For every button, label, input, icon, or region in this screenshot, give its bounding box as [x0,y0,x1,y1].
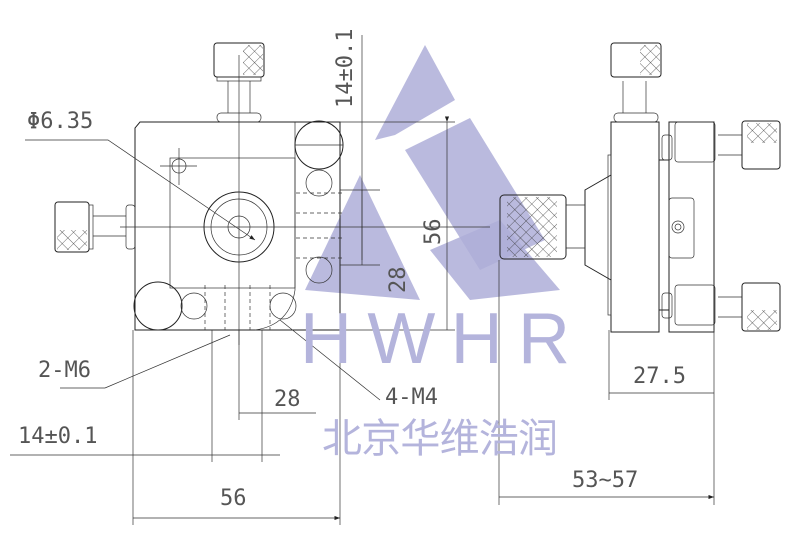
mount-holes-m6-label: 2-M6 [38,358,91,383]
width-56-label: 56 [220,486,247,511]
bore-diameter-label: Φ6.35 [27,109,93,134]
top-offset-label: 14±0.1 [333,29,358,108]
left-offset-label: 14±0.1 [18,424,97,449]
width-28-label: 28 [274,387,301,412]
watermark-brand: HWHR [300,299,570,379]
front-view [10,35,490,525]
height-28-label: 28 [386,267,411,294]
side-view [498,42,781,505]
watermark-company: 北京华维浩润 [322,417,558,461]
mount-holes-m4-label: 4-M4 [385,385,438,410]
depth-27-5-label: 27.5 [633,364,686,389]
height-56-label: 56 [421,219,446,246]
depth-range-label: 53~57 [572,468,638,493]
